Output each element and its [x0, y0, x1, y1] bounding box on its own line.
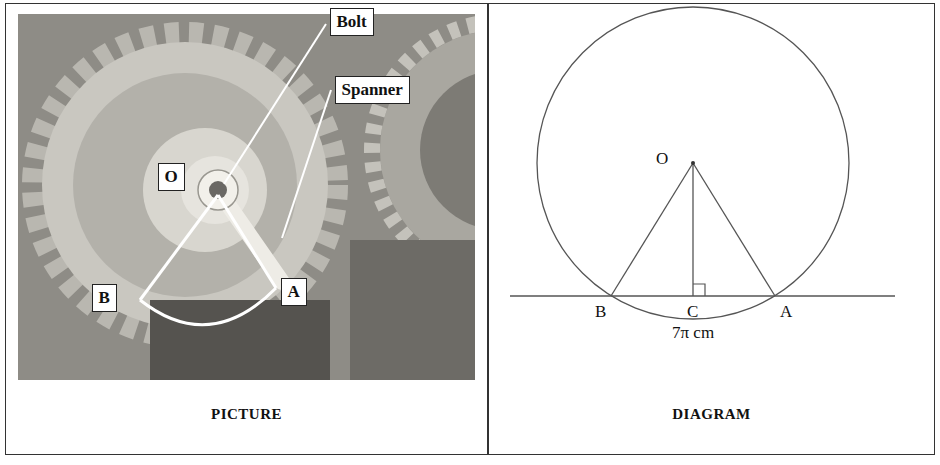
point-tag: O [158, 163, 185, 191]
panel-caption: PICTURE [6, 406, 487, 423]
photo [18, 14, 475, 380]
panel-caption: DIAGRAM [489, 406, 934, 423]
tag-text: B [99, 288, 110, 308]
picture-panel: PICTURE O BoltSpannerB A [5, 3, 488, 455]
point-label: 7π cm [672, 324, 714, 342]
tag-text: Bolt [337, 12, 367, 32]
callout-box: Bolt [330, 8, 374, 36]
point-label: A [780, 303, 792, 321]
point-label: O [656, 150, 668, 168]
point-label: C [687, 303, 698, 321]
callout-box: Spanner [335, 76, 410, 104]
point-label: B [595, 303, 606, 321]
tag-text: A [288, 282, 300, 302]
diagram-panel: DIAGRAM [488, 3, 935, 455]
point-tag: B [92, 284, 117, 312]
point-tag: A [281, 278, 307, 306]
tag-text: O [165, 167, 178, 187]
circle-diagram [510, 7, 895, 319]
tag-text: Spanner [342, 80, 403, 100]
